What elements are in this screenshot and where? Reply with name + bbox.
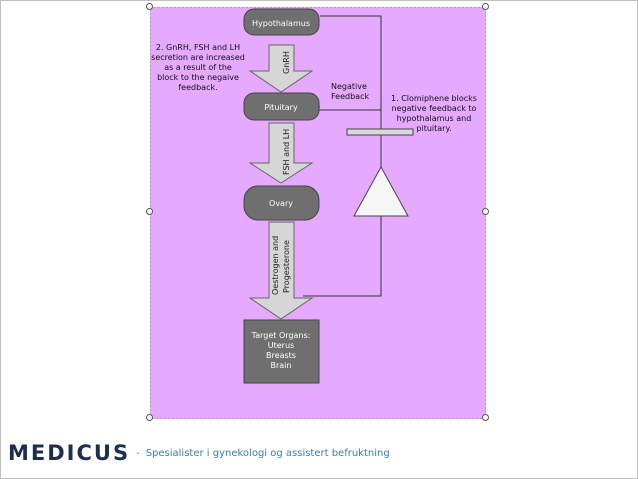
- footer-separator: -: [136, 447, 140, 459]
- medicus-logo: MEDICUS: [8, 441, 131, 465]
- resize-handle[interactable]: [482, 414, 489, 421]
- fsh-lh-label: FSH and LH: [282, 129, 291, 175]
- fsh-lh-arrow: [248, 122, 314, 184]
- resize-handle[interactable]: [146, 414, 153, 421]
- gnrh-arrow: [248, 44, 314, 93]
- negative-feedback-label: Negative: [331, 82, 367, 91]
- node-target-organs: [243, 319, 320, 384]
- resize-handle[interactable]: [482, 3, 489, 10]
- note-1-line: hypothalamus and: [397, 114, 472, 123]
- note-1-line: pituitary.: [416, 124, 451, 133]
- oestrogen-label-2: Progesterone: [282, 240, 291, 293]
- resize-handle[interactable]: [146, 208, 153, 215]
- footer-tagline: Spesialister i gynekologi og assistert b…: [145, 447, 390, 459]
- node-target-item: Brain: [271, 361, 292, 370]
- gnrh-label: GnRH: [282, 51, 291, 74]
- note-1-line: 1. Clomiphene blocks: [391, 94, 477, 103]
- oestrogen-label-1: Oestrogen and: [271, 236, 280, 295]
- oestrogen-arrow: [248, 221, 314, 320]
- node-target-item: Breasts: [266, 351, 296, 360]
- feedback-diagram: GnRH FSH and LH Oestrogen and Progestero…: [149, 6, 487, 420]
- node-target-item: Uterus: [268, 341, 294, 350]
- resize-handle[interactable]: [146, 3, 153, 10]
- negative-feedback-label: Feedback: [331, 92, 369, 101]
- node-hypothalamus-label: Hypothalamus: [252, 19, 310, 28]
- resize-handle[interactable]: [482, 208, 489, 215]
- note-2-line: as a result of the: [164, 63, 232, 72]
- node-hypothalamus: [243, 8, 320, 36]
- node-pituitary: [243, 92, 320, 121]
- note-2-line: 2. GnRH, FSH and LH: [156, 43, 240, 52]
- note-2-line: feedback.: [178, 83, 217, 92]
- diagram-panel: GnRH FSH and LH Oestrogen and Progestero…: [149, 6, 487, 420]
- note-1-line: negative feedback to: [392, 104, 477, 113]
- node-ovary: [243, 185, 320, 221]
- clomiphene-block-bar: [346, 128, 414, 136]
- feedback-line-outer: [303, 15, 382, 297]
- node-target-title: Target Organs:: [251, 331, 311, 340]
- node-pituitary-label: Pituitary: [264, 103, 298, 112]
- footer: MEDICUS - Spesialister i gynekologi og a…: [8, 438, 390, 468]
- note-2-line: block to the negaive: [157, 73, 239, 82]
- feedback-triangle: [353, 165, 409, 217]
- note-2-line: secretion are increased: [151, 53, 245, 62]
- node-ovary-label: Ovary: [269, 199, 293, 208]
